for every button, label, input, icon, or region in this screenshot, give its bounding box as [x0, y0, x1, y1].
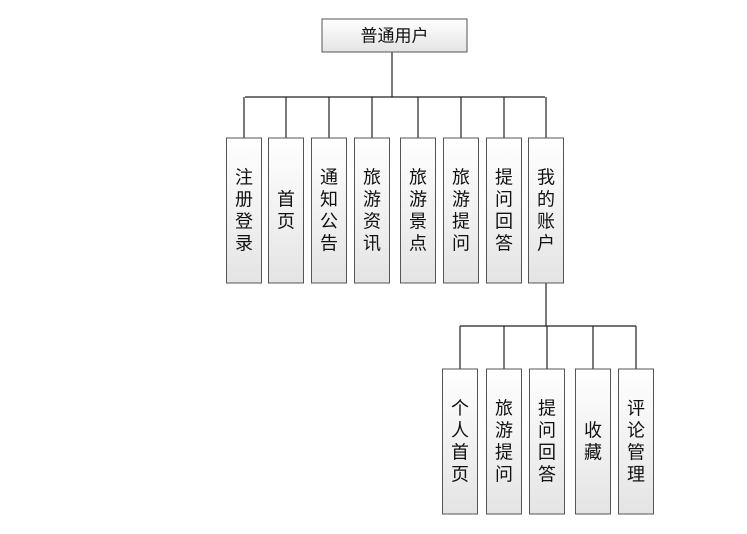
root-node-label: 普通用户 — [361, 27, 429, 46]
level2-node: 收藏 — [575, 368, 611, 515]
level1-node-label: 旅游景点 — [409, 168, 427, 254]
level1-node: 注册登录 — [226, 137, 262, 284]
level2-node-label: 个人首页 — [451, 399, 469, 485]
level2-node: 旅游提问 — [486, 368, 522, 515]
level1-node: 通知公告 — [311, 137, 347, 284]
level1-node-label: 我的账户 — [537, 168, 555, 254]
level1-drop-lines — [243, 97, 547, 138]
level2-node: 个人首页 — [442, 368, 478, 515]
level2-nodes: 个人首页 旅游提问 提问回答 收藏 评论管理 — [442, 368, 654, 515]
level1-node-label: 首页 — [277, 190, 295, 232]
level1-nodes: 注册登录 首页 通知公告 旅游资讯 旅游景点 旅游提问 提问回答 我的账户 — [226, 137, 564, 284]
level1-node-label: 注册登录 — [235, 168, 253, 254]
level1-node: 首页 — [268, 137, 304, 284]
root-node: 普通用户 — [321, 18, 468, 53]
level1-node-label: 旅游资讯 — [363, 168, 381, 254]
level1-node: 提问回答 — [486, 137, 522, 284]
level1-node-label: 旅游提问 — [452, 168, 470, 254]
level2-node-label: 评论管理 — [627, 399, 645, 485]
level2-drop-lines — [459, 326, 637, 369]
level2-node-label: 提问回答 — [538, 399, 556, 485]
level1-node-label: 提问回答 — [495, 168, 513, 254]
level1-node: 旅游资讯 — [354, 137, 390, 284]
level1-node: 旅游提问 — [443, 137, 479, 284]
level1-node-label: 通知公告 — [320, 168, 338, 254]
level2-node-label: 收藏 — [584, 421, 602, 463]
level1-node: 旅游景点 — [400, 137, 436, 284]
level1-node: 我的账户 — [528, 137, 564, 284]
level2-node: 提问回答 — [529, 368, 565, 515]
connectors — [243, 52, 637, 369]
level2-node-label: 旅游提问 — [495, 399, 513, 485]
level2-node: 评论管理 — [618, 368, 654, 515]
